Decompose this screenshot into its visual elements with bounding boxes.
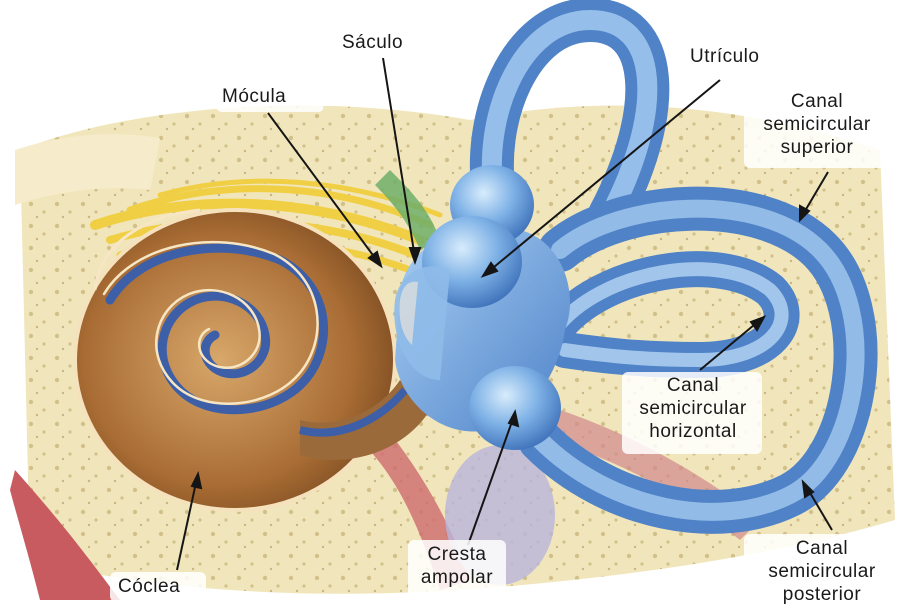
label-canal-horizontal-line2: semicircular (628, 397, 758, 420)
label-cresta-ampolar-line1: Cresta (410, 543, 504, 566)
label-canal-posterior: Canal semicircular posterior (752, 537, 892, 606)
label-canal-superior-line1: Canal (752, 90, 882, 113)
label-canal-posterior-line1: Canal (752, 537, 892, 560)
label-canal-horizontal: Canal semicircular horizontal (628, 374, 758, 443)
label-saculo: Sáculo (342, 31, 403, 54)
label-coclea: Cóclea (118, 575, 180, 598)
label-canal-horizontal-line3: horizontal (628, 420, 758, 443)
label-cresta-ampolar-line2: ampolar (410, 566, 504, 589)
label-canal-posterior-line2: semicircular (752, 560, 892, 583)
label-canal-superior-line3: superior (752, 136, 882, 159)
label-cresta-ampolar: Cresta ampolar (410, 543, 504, 589)
label-canal-horizontal-line1: Canal (628, 374, 758, 397)
label-canal-posterior-line3: posterior (752, 583, 892, 606)
label-utriculo: Utrículo (690, 45, 759, 68)
label-macula: Mócula (222, 85, 286, 108)
label-canal-superior-line2: semicircular (752, 113, 882, 136)
label-canal-superior: Canal semicircular superior (752, 90, 882, 159)
